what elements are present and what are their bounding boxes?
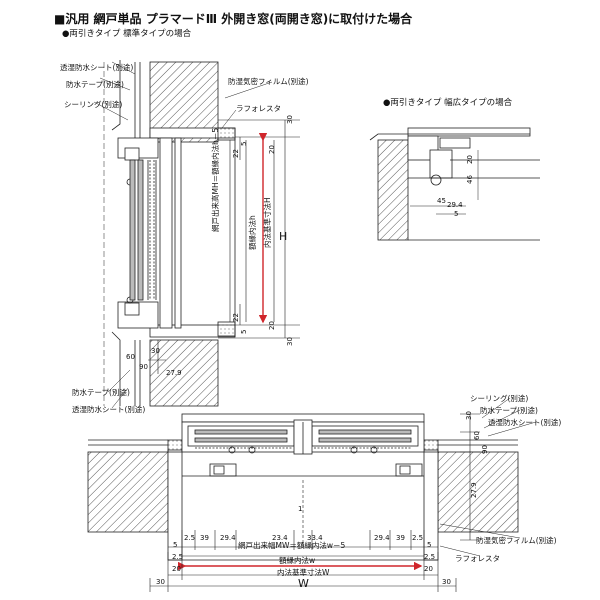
label-h-screen: 網戸出来高MH＝額縁内法h－5 <box>211 127 220 232</box>
label-lath: ラフォレスタ <box>236 104 281 113</box>
label-waterproof-tape-h: 防水テープ(別途) <box>480 406 538 415</box>
dim-20-bottom: 20 <box>268 321 276 330</box>
side-dims <box>148 340 480 541</box>
dim-20-top: 20 <box>268 145 276 154</box>
label-waterproof-tape: 防水テープ(別途) <box>66 80 124 89</box>
dim-27-9-h: 27.9 <box>470 482 478 498</box>
dim-22-top: 22 <box>232 149 240 158</box>
dim-46: 46 <box>466 175 474 184</box>
label-vapor-film-h: 防湿気密フィルム(別途) <box>476 536 557 545</box>
dim-30-h: 30 <box>465 411 473 420</box>
dim-39-r: 39 <box>396 534 405 542</box>
wall-lower <box>149 339 219 407</box>
dim-5-wide: 5 <box>454 210 459 218</box>
vertical-section <box>103 60 236 407</box>
dim-29-4-wide: 29.4 <box>447 201 463 209</box>
dim-2-5-r2: 2.5 <box>424 553 436 561</box>
dim-20-wide: 20 <box>466 155 474 164</box>
subtitle-wide: ●両引きタイプ 幅広タイプの場合 <box>383 98 513 108</box>
dim-h-30-top: 30 <box>286 115 294 124</box>
dim-2-5-l2: 2.5 <box>172 553 184 561</box>
wide-detail <box>369 127 540 241</box>
dim-60: 60 <box>126 353 135 361</box>
label-h-inner: 内法基準寸法H <box>263 197 272 248</box>
dim-5-top: 5 <box>240 141 248 146</box>
dim-20-l: 20 <box>172 565 181 573</box>
vertical-dims <box>218 119 300 339</box>
dim-5-bottom: 5 <box>240 329 248 334</box>
dim-30-side: 30 <box>151 347 160 355</box>
dim-5-r: 5 <box>427 541 432 549</box>
label-w-screen: 網戸出来幅MW＝額縁内法w－5 <box>238 541 346 550</box>
label-sealing: シーリング(別途) <box>64 100 123 109</box>
dim-39-l: 39 <box>200 534 209 542</box>
leaders <box>93 61 537 557</box>
page-title: ■汎用 網戸単品 プラマードⅢ 外開き窓(両開き窓)に取付けた場合 <box>54 12 413 26</box>
label-vapor-sheet-h: 透湿防水シート(別途) <box>488 418 562 427</box>
dim-22-bottom: 22 <box>232 313 240 322</box>
label-sealing-h: シーリング(別途) <box>470 394 529 403</box>
wall-right <box>437 451 519 533</box>
label-h-big: H <box>279 230 288 243</box>
dim-2-5-l: 2.5 <box>184 534 196 542</box>
label-vapor-sheet: 透湿防水シート(別途) <box>60 63 134 72</box>
dim-90-h: 90 <box>481 445 489 454</box>
dim-90: 90 <box>139 363 148 371</box>
horizontal-section <box>87 413 519 561</box>
dim-1: 1 <box>298 505 303 513</box>
dim-33-4: 33.4 <box>307 534 323 542</box>
dim-20-r: 20 <box>424 565 433 573</box>
label-vapor-sheet-2: 透湿防水シート(別途) <box>72 405 146 414</box>
label-w-frame: 額縁内法w <box>279 556 316 565</box>
dim-60-h: 60 <box>473 431 481 440</box>
horizontal-dims <box>149 480 457 592</box>
label-vapor-film: 防湿気密フィルム(別途) <box>228 77 309 86</box>
dim-5-l: 5 <box>173 541 178 549</box>
label-h-frame: 額縁内法h <box>248 215 257 250</box>
dim-27-9: 27.9 <box>166 369 182 377</box>
dim-29-4-r: 29.4 <box>374 534 390 542</box>
label-lath-h: ラフォレスタ <box>455 554 500 563</box>
dim-2-5-r: 2.5 <box>412 534 424 542</box>
label-w-inner: 内法基準寸法W <box>277 568 330 577</box>
label-waterproof-tape-2: 防水テープ(別途) <box>72 388 130 397</box>
subtitle-standard: ●両引きタイプ 標準タイプの場合 <box>62 29 192 39</box>
wall-left <box>87 451 169 533</box>
dim-45: 45 <box>437 197 446 205</box>
label-w-big: W <box>298 577 309 590</box>
dim-23-4: 23.4 <box>272 534 288 542</box>
dim-h-30-bottom: 30 <box>286 337 294 346</box>
dim-29-4-l: 29.4 <box>220 534 236 542</box>
dim-30-r: 30 <box>442 578 451 586</box>
dim-30-l: 30 <box>156 578 165 586</box>
